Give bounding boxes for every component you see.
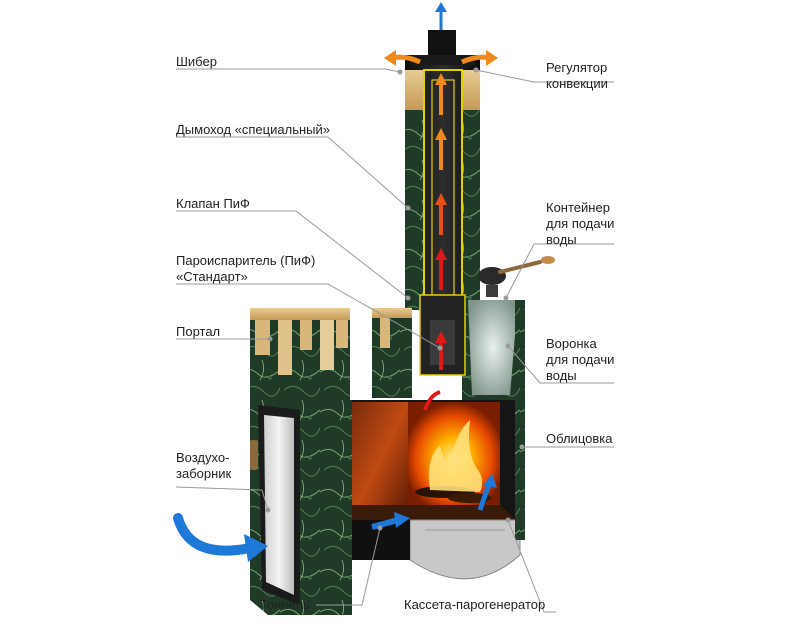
label-kasseta: Кассета-парогенератор: [404, 597, 546, 612]
convection-arrow-right-icon: [486, 50, 498, 66]
label-portal: Портал: [176, 324, 221, 339]
label-shiber: Шибер: [176, 54, 217, 69]
hot-gas-arrow-icon: [435, 331, 447, 343]
flue-arrow-icon: [435, 128, 447, 140]
label-regulator: Регулятор конвекции: [546, 60, 608, 91]
label-paroisparitel: Пароиспаритель (ПиФ) «Стандарт»: [176, 253, 316, 284]
flue-arrow-icon: [435, 73, 447, 85]
chimney-cladding-right: [462, 110, 480, 310]
convection-arrow-left-icon: [384, 50, 396, 66]
tunnel-air-arrow-icon: [394, 512, 410, 528]
label-tonnel: Тоннель: [260, 597, 310, 612]
label-dymokhod: Дымоход «специальный»: [176, 122, 330, 137]
tunnel: [352, 520, 410, 560]
door-handle: [250, 440, 258, 470]
label-klapan: Клапан ПиФ: [176, 196, 250, 211]
air-intake-arrow-icon: [244, 534, 268, 562]
flue-arrow-icon: [435, 193, 447, 205]
cassette-air-arrow-icon: [483, 474, 497, 488]
flue-arrow-icon: [435, 248, 447, 260]
label-vozdukhozabornik: Воздухо- заборник: [176, 450, 232, 481]
steam-funnel: [468, 300, 518, 395]
label-voronka: Воронка для подачи воды: [546, 336, 615, 383]
flow-arrows: [173, 2, 498, 562]
leader-lines: [175, 67, 614, 613]
firebox-body: [310, 308, 521, 615]
label-oblitsovka: Облицовка: [546, 431, 613, 446]
exhaust-arrow-icon: [435, 2, 447, 12]
water-container-handle: [498, 260, 542, 274]
side-door: [250, 405, 300, 605]
chimney-cladding-left: [405, 110, 423, 310]
label-konteyner: Контейнер для подачи воды: [546, 200, 615, 247]
steam-cassette: [409, 519, 521, 580]
